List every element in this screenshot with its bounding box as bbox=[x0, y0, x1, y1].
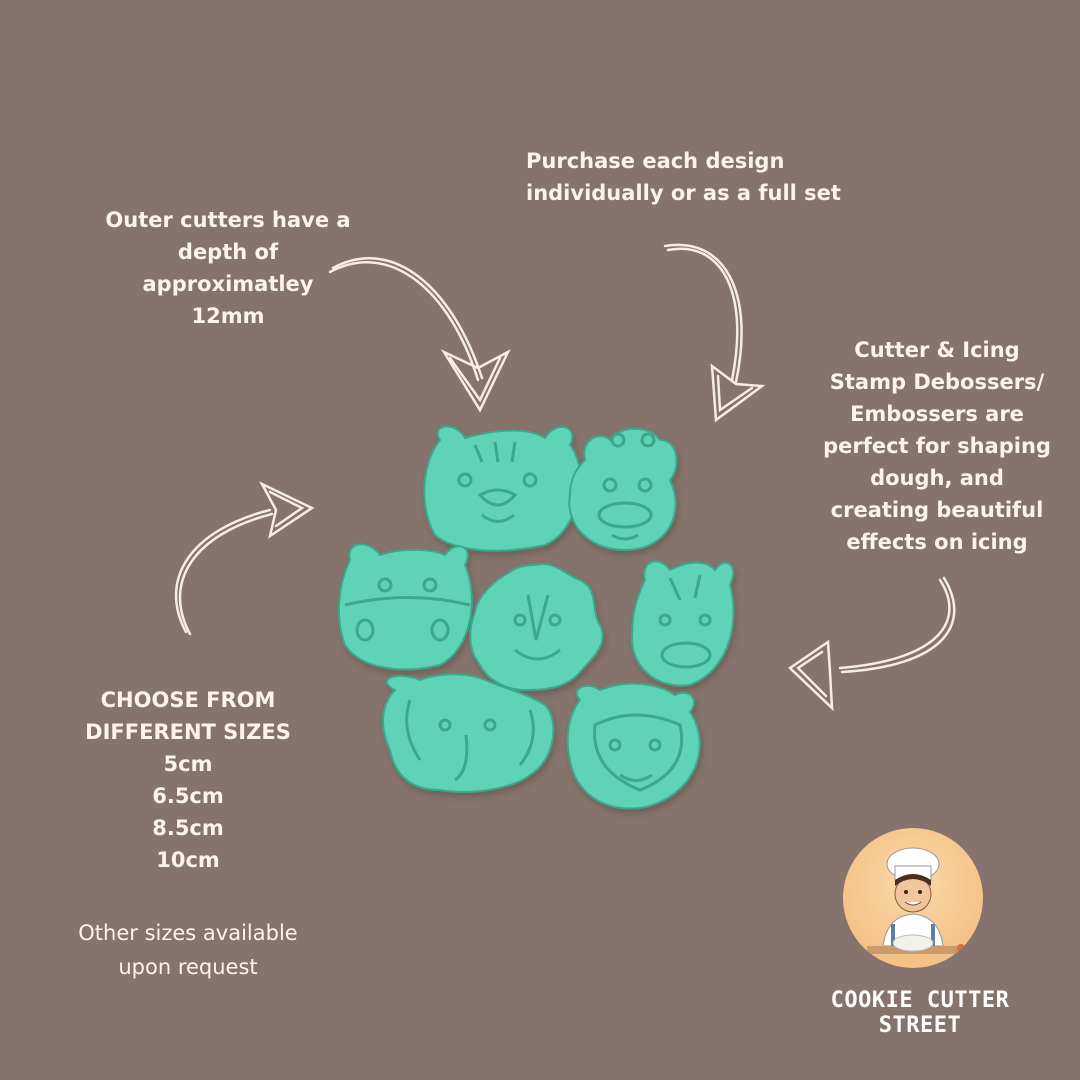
elephant-cutter bbox=[382, 673, 555, 793]
purchase-note: Purchase each design individually or as … bbox=[526, 145, 841, 209]
size-option: 6.5cm bbox=[152, 784, 224, 808]
size-option: 10cm bbox=[156, 848, 220, 872]
lion-cutter bbox=[469, 563, 604, 692]
stamp-note-line: creating beautiful bbox=[830, 498, 1044, 522]
other-note-line: Other sizes available bbox=[78, 921, 298, 945]
outer-note-line: approximatley bbox=[142, 272, 314, 296]
outer-note-line: 12mm bbox=[191, 304, 265, 328]
brand-name: COOKIE CUTTER STREET bbox=[830, 988, 1010, 1038]
size-option: 8.5cm bbox=[152, 816, 224, 840]
size-option: 5cm bbox=[163, 752, 213, 776]
other-sizes-note: Other sizes available upon request bbox=[48, 916, 328, 984]
stamp-note-line: perfect for shaping bbox=[823, 434, 1051, 458]
giraffe-cutter bbox=[568, 427, 678, 552]
purchase-note-line: Purchase each design bbox=[526, 149, 785, 173]
brand-logo bbox=[843, 828, 983, 968]
other-note-line: upon request bbox=[118, 955, 258, 979]
stamp-note-line: Embossers are bbox=[850, 402, 1024, 426]
zebra-cutter bbox=[630, 560, 735, 687]
arrow-icon bbox=[174, 481, 315, 636]
stamp-note: Cutter & Icing Stamp Debossers/ Embosser… bbox=[812, 334, 1062, 558]
tiger-cutter bbox=[423, 425, 582, 552]
stamp-note-line: Stamp Debossers/ bbox=[829, 370, 1045, 394]
sizes-heading-line: CHOOSE FROM bbox=[100, 688, 276, 712]
sizes-note: CHOOSE FROM DIFFERENT SIZES 5cm 6.5cm 8.… bbox=[58, 684, 318, 876]
arrow-icon bbox=[663, 243, 766, 423]
chef-icon bbox=[867, 847, 965, 954]
arrow-icon bbox=[328, 257, 511, 413]
arrow-icon bbox=[788, 576, 956, 712]
hippo-cutter bbox=[337, 543, 473, 671]
sizes-heading-line: DIFFERENT SIZES bbox=[85, 720, 291, 744]
outer-note-line: depth of bbox=[177, 240, 279, 264]
stamp-note-line: dough, and bbox=[870, 466, 1004, 490]
purchase-note-line: individually or as a full set bbox=[526, 181, 841, 205]
outer-note-line: Outer cutters have a bbox=[105, 208, 351, 232]
monkey-cutter bbox=[566, 682, 701, 810]
outer-depth-note: Outer cutters have a depth of approximat… bbox=[78, 204, 378, 332]
stamp-note-line: Cutter & Icing bbox=[854, 338, 1020, 362]
stamp-note-line: effects on icing bbox=[846, 530, 1028, 554]
